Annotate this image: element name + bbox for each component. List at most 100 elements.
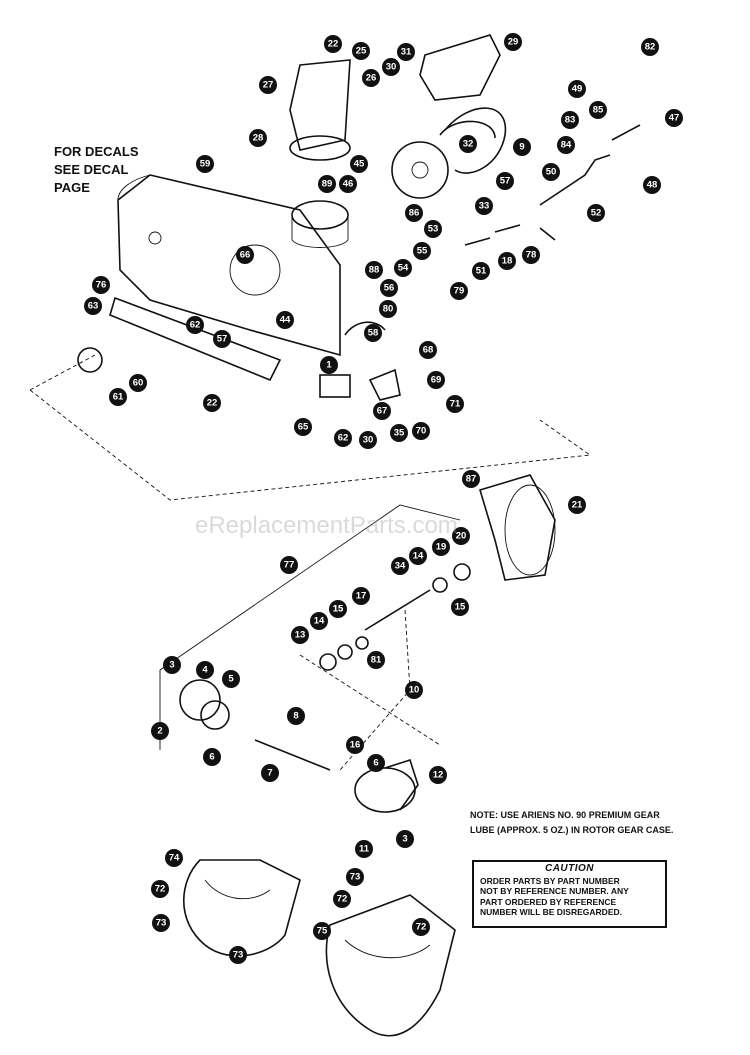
callout: 32 <box>459 135 477 153</box>
svg-text:65: 65 <box>298 422 309 433</box>
svg-text:6: 6 <box>209 752 214 763</box>
callout: 63 <box>84 297 102 315</box>
callout: 83 <box>561 111 579 129</box>
svg-text:12: 12 <box>433 770 444 781</box>
svg-text:62: 62 <box>190 320 201 331</box>
callout: 49 <box>568 80 586 98</box>
callout: 78 <box>522 246 540 264</box>
svg-text:77: 77 <box>284 560 295 571</box>
svg-text:30: 30 <box>363 435 374 446</box>
svg-text:75: 75 <box>317 926 328 937</box>
callout: 19 <box>432 538 450 556</box>
caution-title: CAUTION <box>544 863 595 874</box>
callout: 30 <box>359 431 377 449</box>
svg-text:59: 59 <box>200 159 211 170</box>
callout: 7 <box>261 764 279 782</box>
crank-rod <box>539 154 611 206</box>
svg-text:73: 73 <box>156 918 167 929</box>
svg-text:74: 74 <box>169 853 180 864</box>
svg-text:45: 45 <box>354 159 365 170</box>
svg-text:83: 83 <box>565 115 576 126</box>
flange-67 <box>368 368 401 401</box>
callout: 34 <box>391 557 409 575</box>
svg-text:72: 72 <box>416 922 427 933</box>
callout: 27 <box>259 76 277 94</box>
callout: 61 <box>109 388 127 406</box>
svg-text:25: 25 <box>356 46 367 57</box>
callout: 79 <box>450 282 468 300</box>
decal-note-line: PAGE <box>54 180 90 195</box>
callout: 3 <box>163 656 181 674</box>
svg-text:48: 48 <box>647 180 658 191</box>
svg-text:56: 56 <box>384 283 395 294</box>
callout: 11 <box>355 840 373 858</box>
bar-18 <box>494 224 521 233</box>
svg-text:11: 11 <box>359 844 370 855</box>
callout: 12 <box>429 766 447 784</box>
svg-text:46: 46 <box>343 179 354 190</box>
callout: 51 <box>472 262 490 280</box>
bearing-15 <box>355 636 369 650</box>
svg-text:73: 73 <box>350 872 361 883</box>
chute-ring-body <box>291 215 349 248</box>
svg-text:10: 10 <box>409 685 420 696</box>
callout: 85 <box>589 101 607 119</box>
callout: 55 <box>413 242 431 260</box>
housing-opening <box>229 244 281 296</box>
gear-support <box>479 474 556 581</box>
callout: 87 <box>462 470 480 488</box>
svg-text:3: 3 <box>402 834 407 845</box>
callout: 84 <box>557 136 575 154</box>
lube-note-line: NOTE: USE ARIENS NO. 90 PREMIUM GEAR <box>470 810 660 820</box>
callout: 2 <box>151 722 169 740</box>
belt-loop <box>444 107 507 174</box>
callout: 14 <box>409 547 427 565</box>
callout: 18 <box>498 252 516 270</box>
svg-text:15: 15 <box>455 602 466 613</box>
bearing-61 <box>77 347 103 373</box>
svg-text:34: 34 <box>395 561 406 572</box>
callout: 62 <box>334 429 352 447</box>
callout: 66 <box>236 246 254 264</box>
callout: 57 <box>496 172 514 190</box>
worm-shaft <box>364 589 431 631</box>
callout: 8 <box>287 707 305 725</box>
svg-text:85: 85 <box>593 105 604 116</box>
callout: 82 <box>641 38 659 56</box>
svg-text:89: 89 <box>322 179 333 190</box>
pulley-hub <box>411 161 429 179</box>
svg-text:80: 80 <box>383 304 394 315</box>
callout: 5 <box>222 670 240 688</box>
svg-text:13: 13 <box>295 630 306 641</box>
caution-line: NOT BY REFERENCE NUMBER. ANY <box>480 886 629 896</box>
svg-text:15: 15 <box>333 604 344 615</box>
callout: 10 <box>405 681 423 699</box>
pulley-outer <box>391 141 449 199</box>
svg-text:50: 50 <box>546 167 557 178</box>
callout: 76 <box>92 276 110 294</box>
svg-text:88: 88 <box>369 265 380 276</box>
callout: 17 <box>352 587 370 605</box>
callout: 74 <box>165 849 183 867</box>
svg-text:63: 63 <box>88 301 99 312</box>
svg-text:22: 22 <box>207 398 218 409</box>
callout: 6 <box>203 748 221 766</box>
svg-text:49: 49 <box>572 84 583 95</box>
bearing-20 <box>453 563 471 581</box>
callout: 15 <box>333 604 344 615</box>
callout: 33 <box>475 197 493 215</box>
callout: 72 <box>333 890 351 908</box>
svg-text:87: 87 <box>466 474 477 485</box>
svg-text:26: 26 <box>366 73 377 84</box>
callout: 6 <box>367 754 385 772</box>
auger-75-flight <box>344 939 431 959</box>
deflector-outline <box>419 34 501 101</box>
callout: 73 <box>346 868 364 886</box>
svg-text:3: 3 <box>169 660 174 671</box>
callout: 44 <box>276 311 294 329</box>
bracket-77-top <box>159 504 461 671</box>
callout: 89 <box>318 175 336 193</box>
svg-text:81: 81 <box>371 655 382 666</box>
dash-2 <box>29 389 592 501</box>
callout: 25 <box>352 42 370 60</box>
